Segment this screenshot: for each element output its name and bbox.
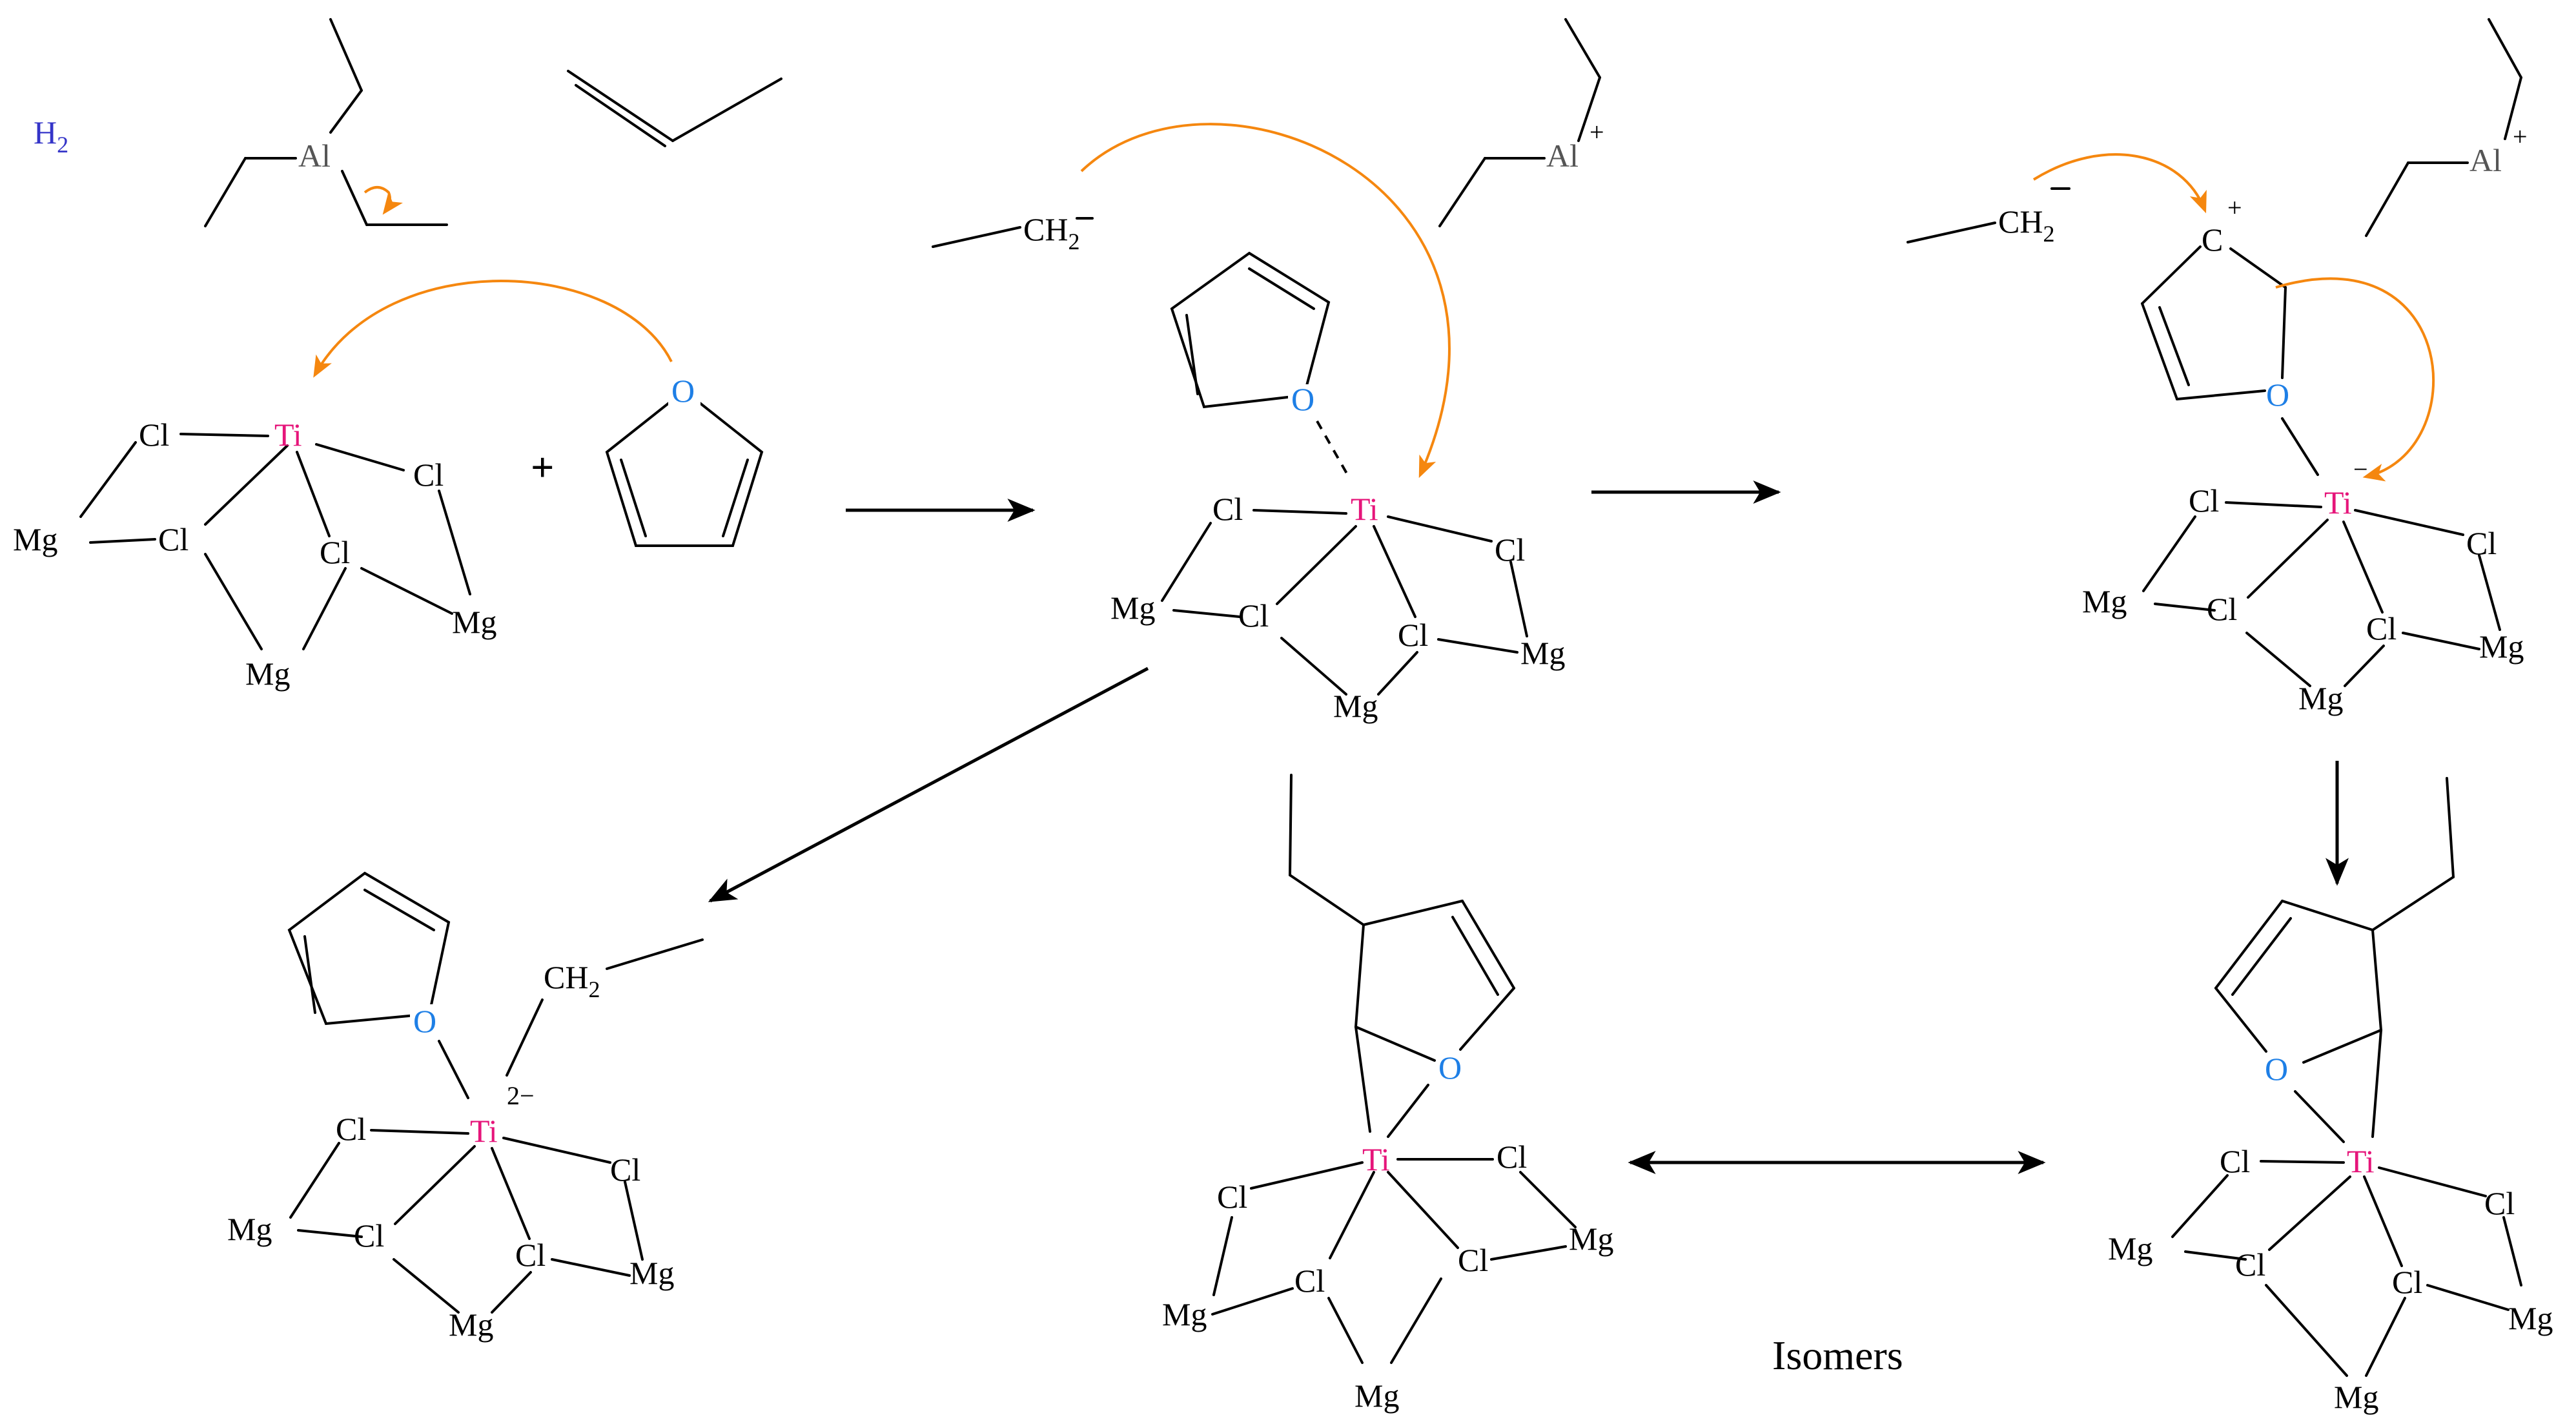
svg-text:Mg: Mg [629,1255,674,1291]
svg-text:O: O [671,373,695,409]
furan-1: O [605,373,764,547]
svg-text:C: C [2202,222,2223,258]
svg-text:Mg: Mg [2298,680,2343,716]
titanium-atom: Ti [274,417,302,453]
svg-text:Cl: Cl [354,1217,384,1254]
svg-text:Ti: Ti [1362,1141,1390,1177]
svg-text:Cl: Cl [515,1237,546,1273]
metallacycle-isomer-1: O [1289,774,1515,1138]
svg-text:O: O [1291,381,1314,417]
svg-text:Cl: Cl [2235,1246,2265,1283]
svg-text:O: O [1438,1049,1462,1086]
svg-text:O: O [2265,1051,2288,1087]
svg-text:Cl: Cl [1398,617,1428,653]
svg-text:Mg: Mg [1354,1378,1399,1414]
ethyl-carbanion-2: CH2 [1906,187,2070,247]
svg-text:Ti: Ti [1351,491,1378,527]
hydrogen-reagent: H2 [34,114,68,158]
svg-text:Cl: Cl [1212,491,1243,527]
svg-text:Mg: Mg [1162,1296,1207,1332]
svg-text:Ti: Ti [2347,1143,2375,1179]
curved-electron-arrow [363,186,403,215]
svg-text:Cl: Cl [2466,525,2497,561]
svg-text:O: O [2266,377,2289,413]
ticl4-mgcl2-complex-4: Cl Ti Cl Mg Cl Cl Mg Mg [227,1111,674,1343]
curved-electron-arrow-carbanion-to-carbocation [2032,153,2207,214]
svg-text:Cl: Cl [610,1152,640,1188]
reaction-arrow-4 [708,666,1149,903]
svg-text:Al: Al [1546,138,1579,174]
furan-carbocation: C + O [2141,193,2319,476]
svg-text:Mg: Mg [1333,688,1378,724]
svg-text:Cl: Cl [158,521,189,557]
ticl4-mgcl2-complex-5: Cl Ti Cl Mg Mg Cl Cl Mg [1162,1139,1613,1414]
svg-text:Cl: Cl [2207,591,2237,627]
svg-text:Cl: Cl [2484,1185,2515,1221]
svg-text:Ti: Ti [2324,484,2352,521]
svg-text:H2: H2 [34,114,68,158]
svg-text:Mg: Mg [1569,1221,1613,1257]
svg-text:−: − [2353,455,2368,484]
svg-text:Cl: Cl [320,534,350,570]
ticl4-mgcl2-complex-6: Cl Ti Cl Mg Cl Cl Mg Mg [2108,1143,2553,1415]
svg-text:+: + [2513,122,2528,151]
ticl4-mgcl2-complex-2: Cl Ti Cl Mg Cl Cl Mg Mg [1110,491,1565,724]
svg-text:Cl: Cl [2189,482,2219,519]
svg-text:Mg: Mg [449,1307,493,1343]
metallacycle-isomer-2: O [2214,777,2455,1143]
svg-text:+: + [531,444,554,490]
svg-text:Mg: Mg [1110,590,1155,626]
ticl4-mgcl2-complex-3: Cl Ti Cl Mg Cl Cl Mg Mg [2082,482,2524,716]
furan-2: O [1170,251,1351,479]
svg-text:Mg: Mg [2479,628,2524,665]
svg-text:+: + [2227,193,2242,222]
svg-text:Ti: Ti [470,1113,498,1149]
ticl4-mgcl2-complex-1: Cl Ti Cl Mg Cl Cl Mg Mg [13,417,496,692]
diethylaluminium-cation-1: Al + [1438,18,1604,227]
ethyl-carbanion-1: CH2 [932,211,1094,254]
curved-electron-arrow-furan-to-ti [313,280,673,378]
svg-text:Cl: Cl [1294,1263,1325,1299]
svg-text:Mg: Mg [1520,635,1565,671]
plus-sign: + [531,444,554,490]
svg-text:Cl: Cl [1217,1179,1247,1215]
svg-text:+: + [1590,118,1604,147]
svg-text:Cl: Cl [2220,1143,2250,1179]
svg-text:Mg: Mg [245,656,290,692]
svg-text:Cl: Cl [2366,610,2397,646]
svg-text:Mg: Mg [227,1211,272,1247]
svg-text:Cl: Cl [1495,532,1525,568]
svg-text:Cl: Cl [139,417,169,453]
svg-text:Cl: Cl [2392,1264,2422,1300]
ethyl-on-ti: CH2 2− [506,938,704,1110]
svg-text:Cl: Cl [336,1111,366,1147]
svg-text:CH2: CH2 [1998,203,2054,247]
svg-text:Mg: Mg [452,604,496,640]
propene [567,70,782,147]
svg-text:Cl: Cl [1497,1139,1527,1175]
svg-text:Al: Al [2469,142,2502,178]
triethylaluminium: Al [204,18,448,227]
svg-text:Mg: Mg [2082,583,2127,619]
curved-electron-arrow-carbanion-to-ti [1080,123,1451,479]
svg-text:2−: 2− [507,1081,535,1110]
svg-text:Cl: Cl [1238,597,1269,634]
curved-electron-arrow-ring-to-ti [2275,277,2435,482]
svg-text:Mg: Mg [2108,1230,2152,1266]
svg-text:O: O [413,1003,436,1039]
isomers-label: Isomers [1772,1332,1903,1378]
furan-3: O [287,871,469,1099]
svg-text:Cl: Cl [1458,1242,1488,1278]
aluminium-atom: Al [298,138,331,174]
svg-text:Cl: Cl [413,457,444,493]
svg-text:Mg: Mg [2508,1300,2553,1336]
svg-text:CH2: CH2 [544,959,600,1002]
svg-text:Mg: Mg [2334,1379,2378,1415]
svg-text:Mg: Mg [13,521,57,557]
svg-text:CH2: CH2 [1023,211,1079,254]
diethylaluminium-cation-2: Al + [2365,18,2528,237]
